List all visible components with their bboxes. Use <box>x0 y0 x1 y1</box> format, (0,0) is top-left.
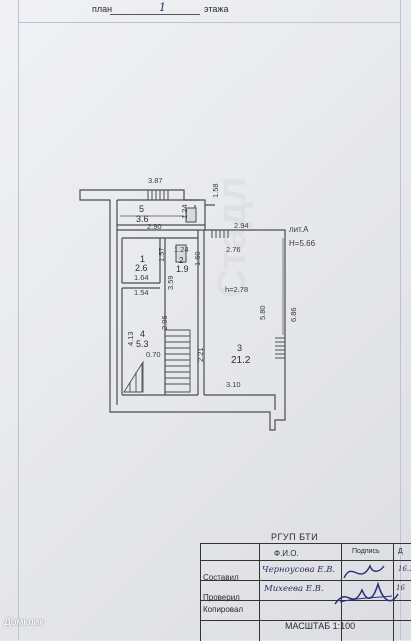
dimension-room4-width: 1.54 <box>134 288 149 297</box>
dimension-corridor: 1.24 <box>174 245 189 254</box>
room-3-number: 3 <box>237 343 243 353</box>
floor-underline <box>110 14 200 15</box>
ceiling-height: h=2.78 <box>225 285 249 294</box>
checked-label: Проверил <box>203 593 240 602</box>
margin-line-right <box>400 0 401 640</box>
dimension-main-bottom: 3.10 <box>226 380 241 389</box>
col-fio: Ф.И.О. <box>274 549 299 558</box>
floor-label: этажа <box>204 4 229 14</box>
bti-table <box>200 543 411 641</box>
room-1-number: 1 <box>140 254 146 264</box>
scale-label: МАСШТАБ 1:100 <box>285 621 356 631</box>
building-letter: лит.А <box>289 225 309 234</box>
bti-title: РГУП БТИ <box>271 532 319 542</box>
room-4-number: 4 <box>140 329 146 339</box>
room-5-number: 5 <box>139 204 145 214</box>
domklik-logo: Домклик <box>4 617 44 628</box>
compiled-label: Составил <box>203 573 239 582</box>
room-5-area: 3.6 <box>136 214 149 224</box>
dimension-room1-width: 1.64 <box>134 273 149 282</box>
room-4-area: 5.3 <box>136 339 149 349</box>
compiled-date: 16.1 <box>398 565 411 573</box>
dimension-landing: 0.70 <box>146 350 161 359</box>
dimension-vestibule-width: 2.90 <box>147 222 162 231</box>
checked-name: Михеева Е.В. <box>264 584 324 594</box>
room-2-number: 2 <box>179 256 184 265</box>
dimension-top: 3.87 <box>148 176 163 185</box>
col-signature: Подпись <box>352 548 380 555</box>
plan-label: план <box>92 4 113 14</box>
dimension-main-inner: 2.76 <box>226 245 241 254</box>
room-2-area: 1.9 <box>176 264 189 274</box>
compiled-name: Черноусова Е.В. <box>262 565 336 575</box>
floor-number: 1 <box>159 1 166 14</box>
header-rule <box>18 22 401 23</box>
margin-line-left <box>18 0 19 640</box>
room-1-area: 2.6 <box>135 263 148 273</box>
dimension-main-top: 2.94 <box>234 221 249 230</box>
room-3-area: 21.2 <box>231 355 251 366</box>
col-date: Д <box>398 548 403 555</box>
checked-date: 16 <box>396 584 405 592</box>
copied-label: Копировал <box>203 605 244 614</box>
building-height: H=5.66 <box>289 239 316 248</box>
